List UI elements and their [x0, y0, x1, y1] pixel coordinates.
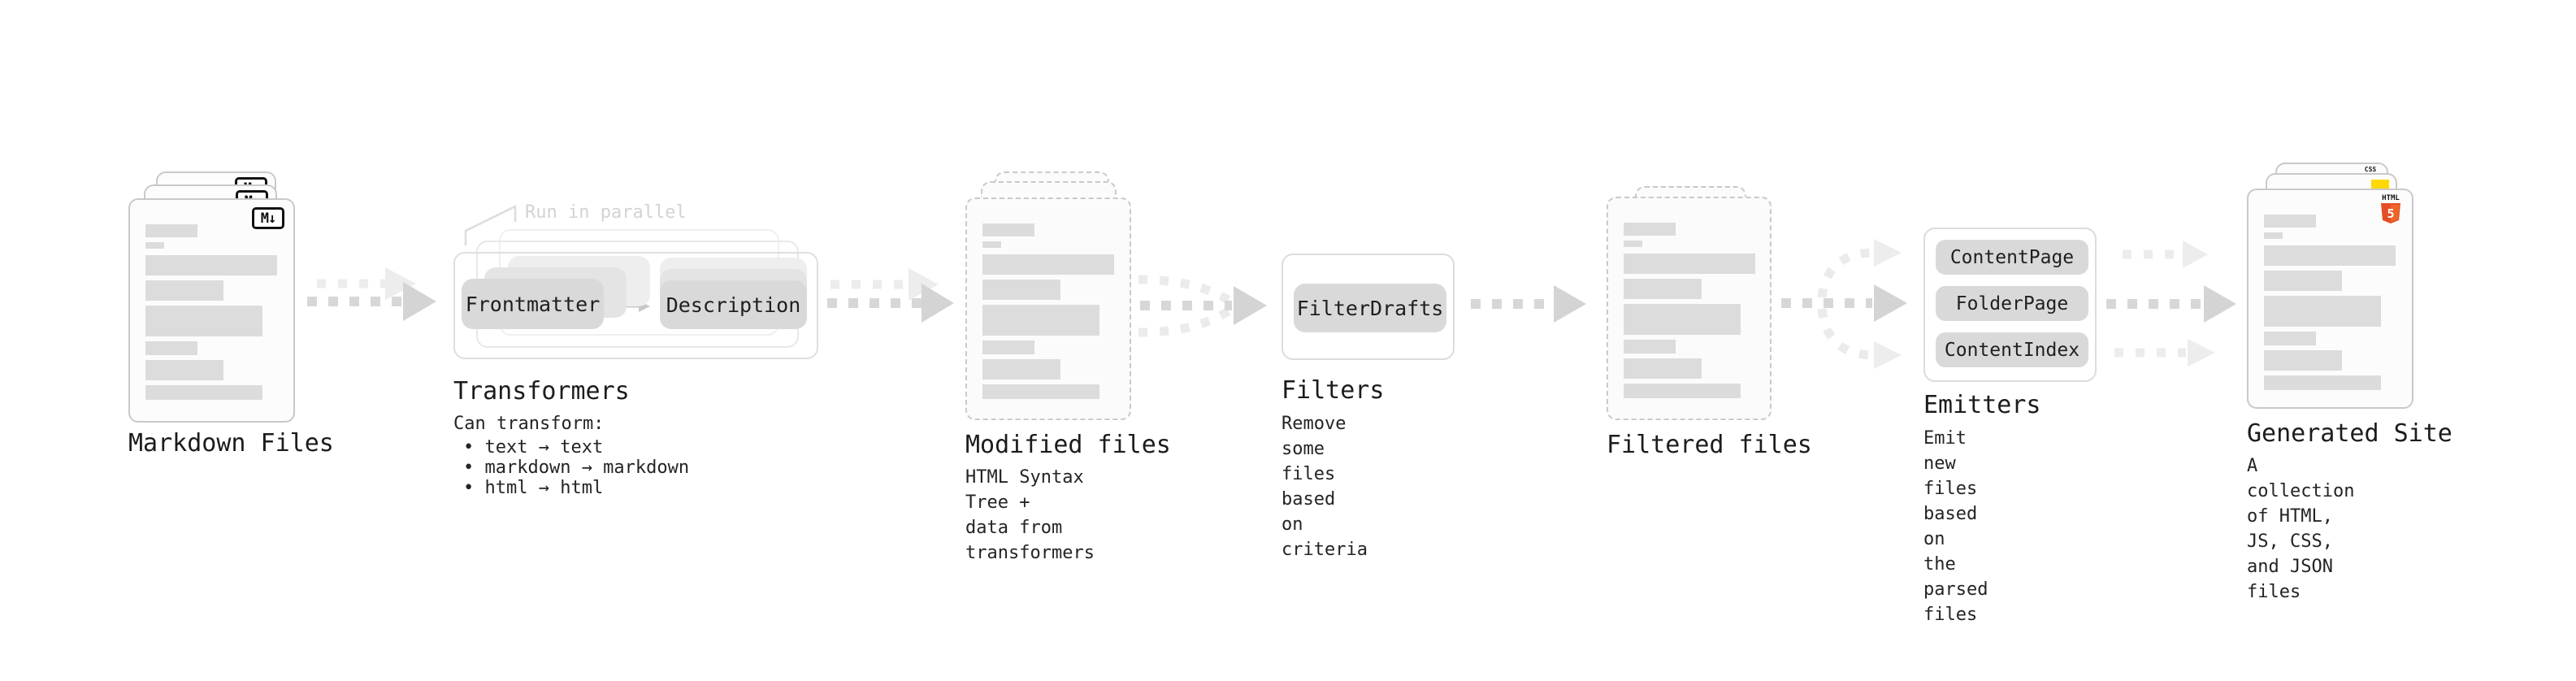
text-skeleton-bar — [145, 341, 197, 355]
arrow-modified-to-filters — [1138, 275, 1267, 337]
folderpage-pill: FolderPage — [1936, 286, 2088, 321]
text-skeleton-bar — [1624, 279, 1702, 299]
text-skeleton-bar — [2264, 296, 2381, 327]
text-skeleton-bar — [2264, 232, 2283, 239]
text-skeleton-bar — [2264, 332, 2316, 345]
emitters-panel: ContentPage FolderPage ContentIndex — [1923, 228, 2097, 382]
arrow-md-to-transformers — [307, 267, 436, 321]
text-skeleton-bar — [982, 241, 1001, 248]
markdown-icon: M↓ — [252, 207, 284, 229]
arrow-emitters-to-generated — [2106, 241, 2236, 367]
text-skeleton-bar — [145, 360, 223, 380]
emitters-caption: Emit new files based on the parsed files — [1923, 428, 1988, 625]
svg-text:5: 5 — [2387, 206, 2394, 221]
run-in-parallel-annotation: Run in parallel — [525, 202, 687, 223]
transformers-bullet: • text → text — [463, 437, 604, 458]
text-skeleton-bar — [982, 359, 1060, 380]
text-skeleton-bar — [982, 223, 1034, 236]
html5-shield: 5 — [2381, 203, 2400, 223]
text-skeleton-bar — [1624, 384, 1741, 398]
text-skeleton-bar — [145, 280, 223, 301]
text-skeleton-bar — [145, 385, 262, 400]
text-skeleton-bar — [982, 280, 1060, 300]
filters-label: Filters — [1281, 376, 1385, 405]
transformers-bullet: • html → html — [463, 478, 604, 498]
text-skeleton-bar — [2264, 271, 2342, 291]
arrow-filters-to-filtered — [1471, 285, 1586, 323]
text-skeleton-bar — [1624, 304, 1741, 335]
text-skeleton-bar — [145, 224, 197, 237]
markdown-files-label: Markdown Files — [128, 429, 334, 458]
text-skeleton-bar — [145, 242, 164, 249]
contentindex-pill: ContentIndex — [1936, 332, 2088, 367]
transformer-card-front — [453, 252, 818, 359]
frontmatter-pill: Frontmatter — [462, 279, 604, 329]
text-skeleton-bar — [145, 255, 277, 275]
text-skeleton-bar — [1624, 241, 1642, 247]
text-skeleton-bar — [1624, 254, 1755, 274]
filterdrafts-pill: FilterDrafts — [1294, 284, 1446, 332]
text-skeleton-bar — [982, 340, 1034, 354]
text-skeleton-bar — [145, 306, 262, 336]
modified-page-front — [965, 197, 1131, 420]
description-pill: Description — [660, 280, 807, 329]
arrow-transformers-to-modified — [827, 268, 954, 323]
text-skeleton-bar — [2264, 245, 2396, 266]
generated-site-label: Generated Site — [2247, 419, 2452, 448]
text-skeleton-bar — [1624, 340, 1676, 354]
modified-files-label: Modified files — [965, 431, 1171, 459]
filters-panel: FilterDrafts — [1281, 254, 1455, 360]
text-skeleton-bar — [1624, 358, 1702, 379]
transformers-label: Transformers — [453, 377, 630, 406]
filtered-files-label: Filtered files — [1607, 431, 1812, 459]
transformers-caption-heading: Can transform: — [453, 414, 605, 434]
html5-icon-label: HTML — [2382, 194, 2400, 202]
text-skeleton-bar — [982, 384, 1099, 399]
text-skeleton-bar — [2264, 350, 2342, 371]
css-icon-text: CSS — [2364, 166, 2377, 173]
markdown-page-front: M↓ — [128, 198, 295, 423]
contentpage-pill: ContentPage — [1936, 240, 2088, 275]
html5-icon: HTML 5 — [2379, 195, 2402, 224]
filtered-page-front — [1607, 197, 1772, 420]
text-skeleton-bar — [982, 254, 1114, 275]
text-skeleton-bar — [2264, 375, 2381, 390]
filters-caption: Remove some files based on criteria — [1281, 414, 1368, 560]
emitters-label: Emitters — [1923, 391, 2041, 419]
generated-page-front: HTML 5 — [2247, 189, 2413, 409]
text-skeleton-bar — [2264, 215, 2316, 228]
generated-site-caption: A collection of HTML, JS, CSS, and JSON … — [2247, 456, 2355, 602]
js-icon — [2371, 180, 2389, 189]
text-skeleton-bar — [1624, 223, 1676, 236]
text-skeleton-bar — [982, 305, 1099, 336]
modified-files-caption: HTML Syntax Tree + data from transformer… — [965, 467, 1095, 563]
transformers-bullet: • markdown → markdown — [463, 458, 690, 478]
arrow-filtered-to-emitters — [1781, 239, 1907, 369]
